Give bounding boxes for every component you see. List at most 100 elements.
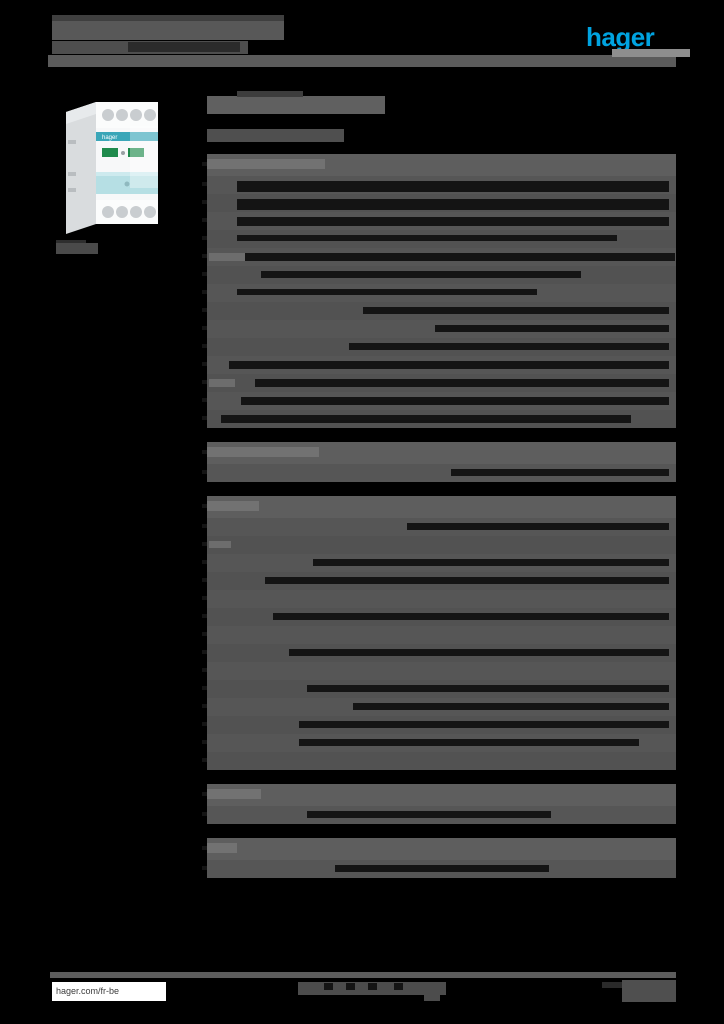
row-tick	[202, 470, 207, 474]
footer-url[interactable]: hager.com/fr-be	[56, 986, 120, 996]
product-caption	[56, 243, 98, 254]
table-row	[202, 662, 676, 680]
table-row	[202, 212, 676, 230]
row-value	[289, 649, 669, 656]
table-row	[202, 608, 676, 626]
row-tick	[202, 722, 207, 726]
row-value	[221, 415, 631, 423]
table-row	[202, 680, 676, 698]
table-row	[202, 356, 676, 374]
table-row	[202, 302, 676, 320]
row-value	[237, 289, 537, 295]
datasheet-title	[207, 91, 385, 114]
row-label	[209, 253, 273, 261]
row-tick	[202, 308, 207, 312]
row-value	[335, 865, 549, 872]
footer-marker-4	[394, 983, 403, 990]
row-tick	[202, 686, 207, 690]
table-row	[202, 410, 676, 428]
row-tick	[202, 596, 207, 600]
svg-text:hager: hager	[102, 135, 117, 141]
row-value	[261, 271, 581, 278]
row-tick	[202, 398, 207, 402]
row-tick	[202, 344, 207, 348]
row-tick	[202, 668, 207, 672]
row-tick	[202, 254, 207, 258]
row-value	[349, 343, 669, 350]
table-row	[202, 320, 676, 338]
row-tick	[202, 290, 207, 294]
row-value	[241, 397, 669, 405]
table-row	[202, 374, 676, 392]
row-tick	[202, 416, 207, 420]
row-value	[237, 199, 669, 210]
row-tick	[202, 812, 207, 816]
table-row	[202, 716, 676, 734]
row-tick	[202, 182, 207, 186]
row-tick	[202, 200, 207, 204]
table-row	[202, 734, 676, 752]
page-title	[52, 14, 292, 62]
row-label	[209, 541, 231, 548]
row-tick	[202, 362, 207, 366]
table-row	[202, 752, 676, 770]
product-image-svg: hager	[66, 102, 158, 234]
section-header-label	[207, 159, 325, 169]
row-value	[229, 361, 669, 369]
row-value	[273, 613, 669, 620]
row-tick	[202, 740, 207, 744]
row-value	[363, 307, 669, 314]
row-tick	[202, 524, 207, 528]
footer-page-number	[602, 980, 676, 1002]
table-row	[202, 176, 676, 194]
row-value	[353, 703, 669, 710]
row-value	[255, 379, 669, 387]
table-row	[202, 644, 676, 662]
row-tick	[202, 704, 207, 708]
table-row	[202, 248, 676, 266]
section-header-label	[207, 447, 319, 457]
table-row	[202, 392, 676, 410]
product-image: hager	[52, 88, 188, 236]
product-caption-overline	[56, 240, 86, 244]
page-header: hager	[0, 0, 724, 80]
row-tick	[202, 542, 207, 546]
row-tick	[202, 236, 207, 240]
footer-center-text-2	[424, 990, 440, 1001]
row-value	[307, 685, 669, 692]
page-footer: hager.com/fr-be	[0, 964, 724, 1024]
page-title-line-2-overlay	[128, 42, 240, 52]
table-row	[202, 266, 676, 284]
table-row	[202, 464, 676, 482]
row-tick	[202, 272, 207, 276]
table-row	[202, 230, 676, 248]
row-value	[451, 469, 669, 476]
row-value	[307, 811, 551, 818]
table-row	[202, 590, 676, 608]
table-row	[202, 194, 676, 212]
datasheet-subtitle	[207, 129, 344, 142]
row-tick	[202, 632, 207, 636]
table-row	[202, 572, 676, 590]
row-tick	[202, 218, 207, 222]
row-value	[407, 523, 669, 530]
hager-logo-tagline	[612, 49, 690, 57]
row-tick	[202, 326, 207, 330]
row-value	[245, 253, 675, 261]
row-tick	[202, 450, 207, 454]
row-value	[313, 559, 669, 566]
row-tick	[202, 614, 207, 618]
row-tick	[202, 846, 207, 850]
hager-logo: hager	[586, 22, 690, 60]
section-header-label	[207, 789, 261, 799]
page-title-line-1	[52, 15, 284, 40]
row-value	[435, 325, 669, 332]
row-tick	[202, 650, 207, 654]
row-tick	[202, 792, 207, 796]
row-value	[237, 181, 669, 192]
footer-rule	[50, 972, 676, 978]
section-header-row	[202, 838, 676, 860]
table-row	[202, 284, 676, 302]
row-value	[237, 217, 669, 226]
table-row	[202, 338, 676, 356]
